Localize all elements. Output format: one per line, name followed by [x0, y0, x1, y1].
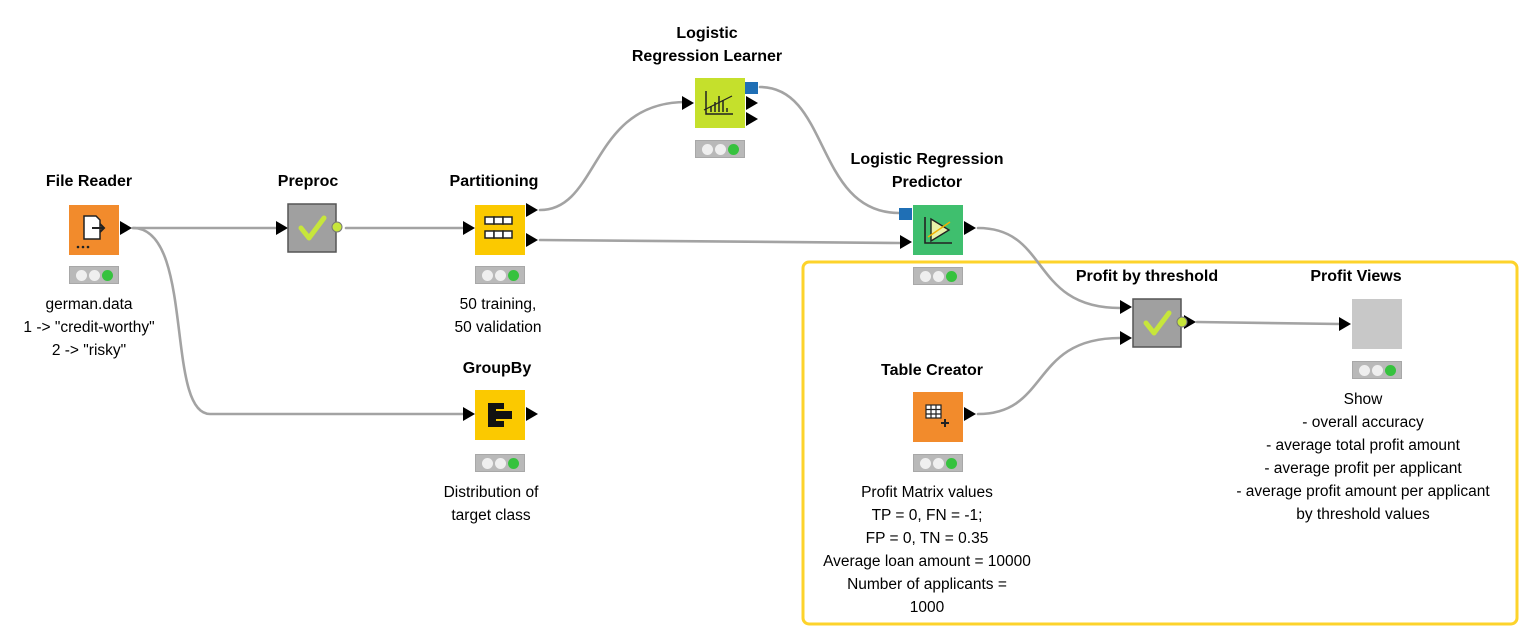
node-logreg-predictor[interactable]: [913, 205, 963, 255]
learner-icon: [703, 91, 733, 115]
status-traffic-light: [1352, 361, 1402, 379]
status-traffic-light: [913, 454, 963, 472]
output-port[interactable]: [746, 96, 758, 110]
metanode-check-icon: [1143, 310, 1172, 336]
partitioning-icon: [484, 216, 513, 239]
table-creator-icon: [925, 404, 949, 427]
node-partitioning[interactable]: [475, 205, 525, 255]
output-port[interactable]: [964, 407, 976, 421]
node-profit-by-threshold[interactable]: [1132, 298, 1188, 348]
status-traffic-light: [475, 266, 525, 284]
connection-filereader-groupby[interactable]: [131, 226, 468, 416]
output-port[interactable]: [1184, 315, 1196, 329]
node-title-profit-views[interactable]: Profit Views: [1310, 268, 1402, 285]
node-profit-views[interactable]: [1352, 299, 1402, 349]
node-annotation-profit-views[interactable]: Show - overall accuracy - average total …: [1236, 391, 1490, 523]
status-traffic-light: [475, 454, 525, 472]
output-port[interactable]: [526, 203, 538, 217]
node-annotation-partitioning[interactable]: 50 training, 50 validation: [454, 296, 542, 336]
model-output-port[interactable]: [745, 82, 758, 94]
status-traffic-light: [913, 267, 963, 285]
node-file-reader[interactable]: [69, 205, 119, 255]
node-title-profit-by-threshold[interactable]: Profit by threshold: [1075, 268, 1219, 285]
metanode-port-dot: [331, 221, 343, 233]
output-port[interactable]: [746, 112, 758, 126]
predictor-icon: [924, 217, 952, 244]
output-port[interactable]: [120, 221, 132, 235]
node-table-creator[interactable]: [913, 392, 963, 442]
connection-partitioning-learner[interactable]: [538, 100, 688, 212]
node-annotation-groupby[interactable]: Distribution of target class: [443, 484, 539, 524]
node-title-partitioning[interactable]: Partitioning: [449, 173, 539, 190]
node-title-file-reader[interactable]: File Reader: [45, 173, 133, 190]
metanode-check-icon: [298, 215, 327, 241]
groupby-icon: [488, 403, 512, 427]
input-port[interactable]: [682, 96, 694, 110]
node-annotation-file-reader[interactable]: german.data 1 -> "credit-worthy" 2 -> "r…: [23, 296, 155, 359]
file-reader-icon: [76, 215, 106, 249]
output-port[interactable]: [964, 221, 976, 235]
status-traffic-light: [69, 266, 119, 284]
node-title-groupby[interactable]: GroupBy: [462, 360, 532, 377]
node-groupby[interactable]: [475, 390, 525, 440]
connection-learner-predictor[interactable]: [758, 85, 901, 215]
connection-partitioning-predictor[interactable]: [538, 238, 902, 245]
workflow-annotation[interactable]: [801, 260, 1519, 626]
input-port[interactable]: [463, 407, 475, 421]
node-title-logreg-learner[interactable]: Logistic Regression Learner: [631, 25, 783, 65]
connection-profit-views[interactable]: [1195, 320, 1342, 326]
node-title-preproc[interactable]: Preproc: [277, 173, 339, 190]
node-title-table-creator[interactable]: Table Creator: [881, 362, 983, 379]
node-annotation-table-creator[interactable]: Profit Matrix values TP = 0, FN = -1; FP…: [823, 484, 1031, 616]
model-input-port[interactable]: [899, 208, 912, 220]
input-port[interactable]: [1120, 331, 1132, 345]
connection-tablecreator-profit[interactable]: [976, 336, 1122, 416]
node-preproc[interactable]: [287, 203, 343, 253]
status-traffic-light: [695, 140, 745, 158]
node-logreg-learner[interactable]: [695, 78, 745, 128]
input-port[interactable]: [463, 221, 475, 235]
input-port[interactable]: [1120, 300, 1132, 314]
output-port[interactable]: [526, 407, 538, 421]
input-port[interactable]: [276, 221, 288, 235]
input-port[interactable]: [900, 235, 912, 249]
connection-predictor-profit[interactable]: [976, 226, 1122, 310]
input-port[interactable]: [1339, 317, 1351, 331]
output-port[interactable]: [526, 233, 538, 247]
node-title-logreg-predictor[interactable]: Logistic Regression Predictor: [850, 151, 1004, 191]
metanode-port-dot: [1176, 316, 1188, 328]
